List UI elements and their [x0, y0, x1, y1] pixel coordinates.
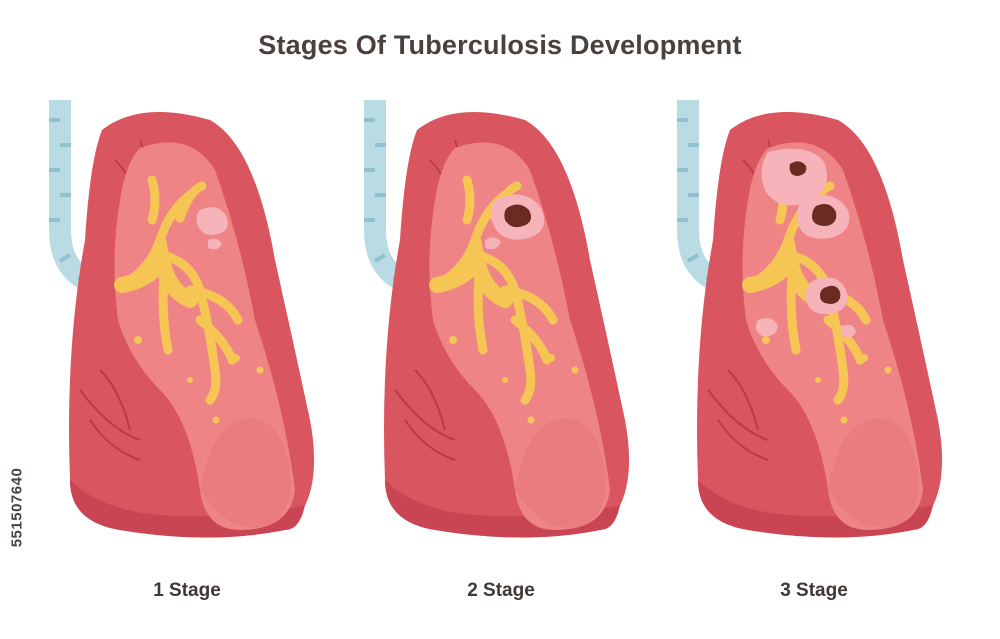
lung-stage-1: [40, 90, 360, 550]
lung-illustration: [677, 100, 943, 538]
bronchi: [117, 175, 243, 405]
bronchi: [432, 175, 558, 405]
cavity-lesion: [820, 285, 841, 304]
cavity-lesion: [789, 161, 807, 176]
stock-id-text: 551507640: [8, 467, 26, 548]
diagram-title: Stages Of Tuberculosis Development: [258, 30, 742, 60]
stage-3-label: 3 Stage: [780, 580, 848, 601]
lung-illustration: [364, 100, 630, 538]
lesion: [485, 237, 501, 250]
lesion: [208, 238, 222, 250]
stock-id-watermark: 551507640: [6, 404, 26, 614]
lesion: [842, 324, 856, 338]
lung-stage-3: [668, 90, 988, 550]
lesion: [196, 207, 228, 235]
cavity-lesion: [504, 204, 531, 228]
lung-illustration: [49, 100, 315, 538]
lesion: [761, 148, 827, 206]
stage-1-label: 1 Stage: [153, 580, 221, 601]
cavity-lesion: [812, 204, 837, 226]
stage-2-label: 2 Stage: [467, 580, 535, 601]
lung-stage-2: [355, 90, 675, 550]
lesion: [755, 318, 778, 337]
